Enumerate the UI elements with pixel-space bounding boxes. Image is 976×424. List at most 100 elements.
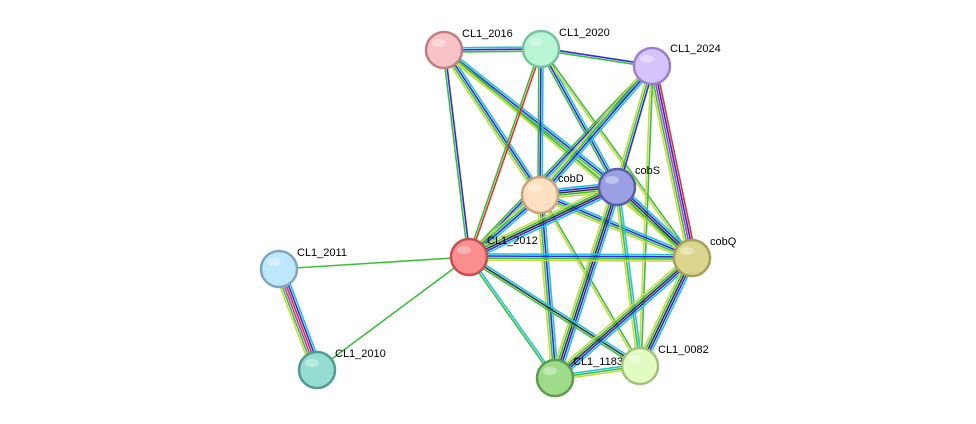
edge-line-cyan [468, 253, 693, 256]
edge-line-yellow [647, 66, 689, 260]
edge-line-yellow [539, 48, 692, 260]
node-label: CL1_1183 [573, 356, 623, 368]
node-circle[interactable] [449, 237, 489, 277]
edge-line-green [467, 47, 541, 258]
edge-line-blue [540, 194, 557, 379]
node-highlight [680, 247, 694, 255]
node-highlight [457, 246, 471, 254]
edge-line-red [655, 64, 697, 258]
node-circle[interactable] [424, 30, 464, 70]
edge-line-green [466, 63, 652, 257]
node-highlight [605, 176, 619, 184]
node-circle[interactable] [672, 238, 712, 278]
edge-line-blue [653, 64, 695, 259]
edge-line-cyan [541, 48, 544, 196]
node-highlight [543, 367, 557, 375]
edge-line-cyan [541, 67, 656, 198]
node-circle[interactable] [259, 249, 299, 289]
edge-cobS-CL1_1183 [550, 184, 622, 381]
node-label: CL1_2011 [297, 247, 347, 259]
node-highlight [267, 258, 281, 266]
node-label: CL1_0082 [658, 344, 709, 356]
edge-line-red [469, 48, 543, 259]
edge-line-blue [539, 65, 654, 197]
node-circle[interactable] [597, 167, 637, 207]
node-highlight [305, 359, 319, 367]
edge-line-green [467, 256, 555, 380]
node-highlight [432, 39, 446, 47]
edge-line-cyan [618, 185, 643, 367]
node-circle[interactable] [620, 346, 660, 386]
edge-line-cyan [469, 254, 642, 366]
edge-line-green [468, 257, 693, 260]
edge-line-blue [444, 48, 542, 196]
edge-line-green [538, 64, 653, 196]
edge-line-yellow [441, 51, 616, 191]
node-CL1_2020[interactable]: CL1_2020 [521, 27, 610, 69]
node-CL1_2024[interactable]: CL1_2024 [632, 43, 721, 86]
edge-line-blue [443, 48, 619, 187]
edge-line-yellow [551, 254, 691, 376]
edge-line-yellow [466, 182, 617, 254]
node-circle[interactable] [535, 358, 575, 398]
node-circle[interactable] [521, 29, 561, 69]
edge-line-cyan [556, 260, 696, 382]
node-highlight [529, 38, 543, 46]
edge-line-yellow [614, 186, 639, 368]
edge-line-yellow [536, 63, 651, 194]
edge-line-cyan [558, 187, 622, 381]
edge-line-green [541, 47, 694, 259]
node-circle[interactable] [520, 175, 560, 215]
edge-line-green [637, 256, 691, 366]
edge-CL1_2016-CL1_2012 [442, 49, 471, 258]
edge-line-blue [468, 255, 693, 258]
edge-CL1_2012-CL1_0082 [467, 254, 642, 369]
edge-line-cyan [445, 46, 620, 186]
edges-layer [273, 46, 697, 382]
edge-line-cyan [469, 255, 557, 379]
edge-CL1_2012-CL1_2011 [278, 256, 470, 270]
edge-line-cyan [642, 259, 697, 369]
node-circle[interactable] [297, 350, 337, 390]
edge-line-black [468, 186, 618, 258]
edge-CL1_2016-cobS [441, 46, 620, 191]
node-highlight [640, 55, 654, 63]
node-cobD[interactable]: cobD [520, 173, 584, 215]
edge-line-green [552, 185, 616, 379]
edge-line-cyan [445, 47, 544, 195]
edge-line-blue [540, 48, 618, 188]
edge-CL1_2024-cobS [614, 64, 655, 189]
edge-line-black [554, 257, 693, 379]
edge-CL1_2020-CL1_2012 [467, 47, 543, 259]
edge-line-green [616, 186, 641, 367]
node-label: CL1_2024 [670, 43, 721, 55]
edge-line-green [649, 65, 691, 260]
edge-line-yellow [537, 197, 692, 262]
edge-line-green [538, 49, 616, 189]
edge-line-yellow [468, 259, 693, 262]
edge-CL1_2020-cobD [537, 48, 544, 196]
node-CL1_1183[interactable]: CL1_1183 [535, 356, 623, 398]
node-CL1_2010[interactable]: CL1_2010 [297, 348, 386, 390]
edge-CL1_2012-CL1_1183 [467, 255, 557, 380]
edge-cobS-CL1_0082 [614, 185, 643, 368]
node-highlight [628, 355, 642, 363]
edge-line-blue [539, 193, 694, 258]
edge-cobS-CL1_2012 [466, 182, 620, 262]
node-circle[interactable] [632, 46, 672, 86]
edge-line-green [442, 49, 540, 197]
edge-cobQ-CL1_0082 [635, 255, 697, 369]
node-label: cobD [558, 173, 584, 185]
edge-line-blue [618, 65, 655, 189]
node-cobQ[interactable]: cobQ [672, 236, 737, 278]
edge-CL1_2024-cobD [536, 63, 656, 198]
edge-CL1_2012-CL1_2010 [316, 256, 470, 371]
node-CL1_0082[interactable]: CL1_0082 [620, 344, 709, 386]
node-CL1_2016[interactable]: CL1_2016 [424, 28, 513, 70]
edge-CL1_2016-cobD [440, 47, 544, 198]
node-CL1_2012[interactable]: CL1_2012 [449, 235, 538, 277]
node-cobS[interactable]: cobS [597, 165, 660, 207]
edge-CL1_2024-cobQ [647, 64, 697, 260]
node-CL1_2011[interactable]: CL1_2011 [259, 247, 347, 289]
